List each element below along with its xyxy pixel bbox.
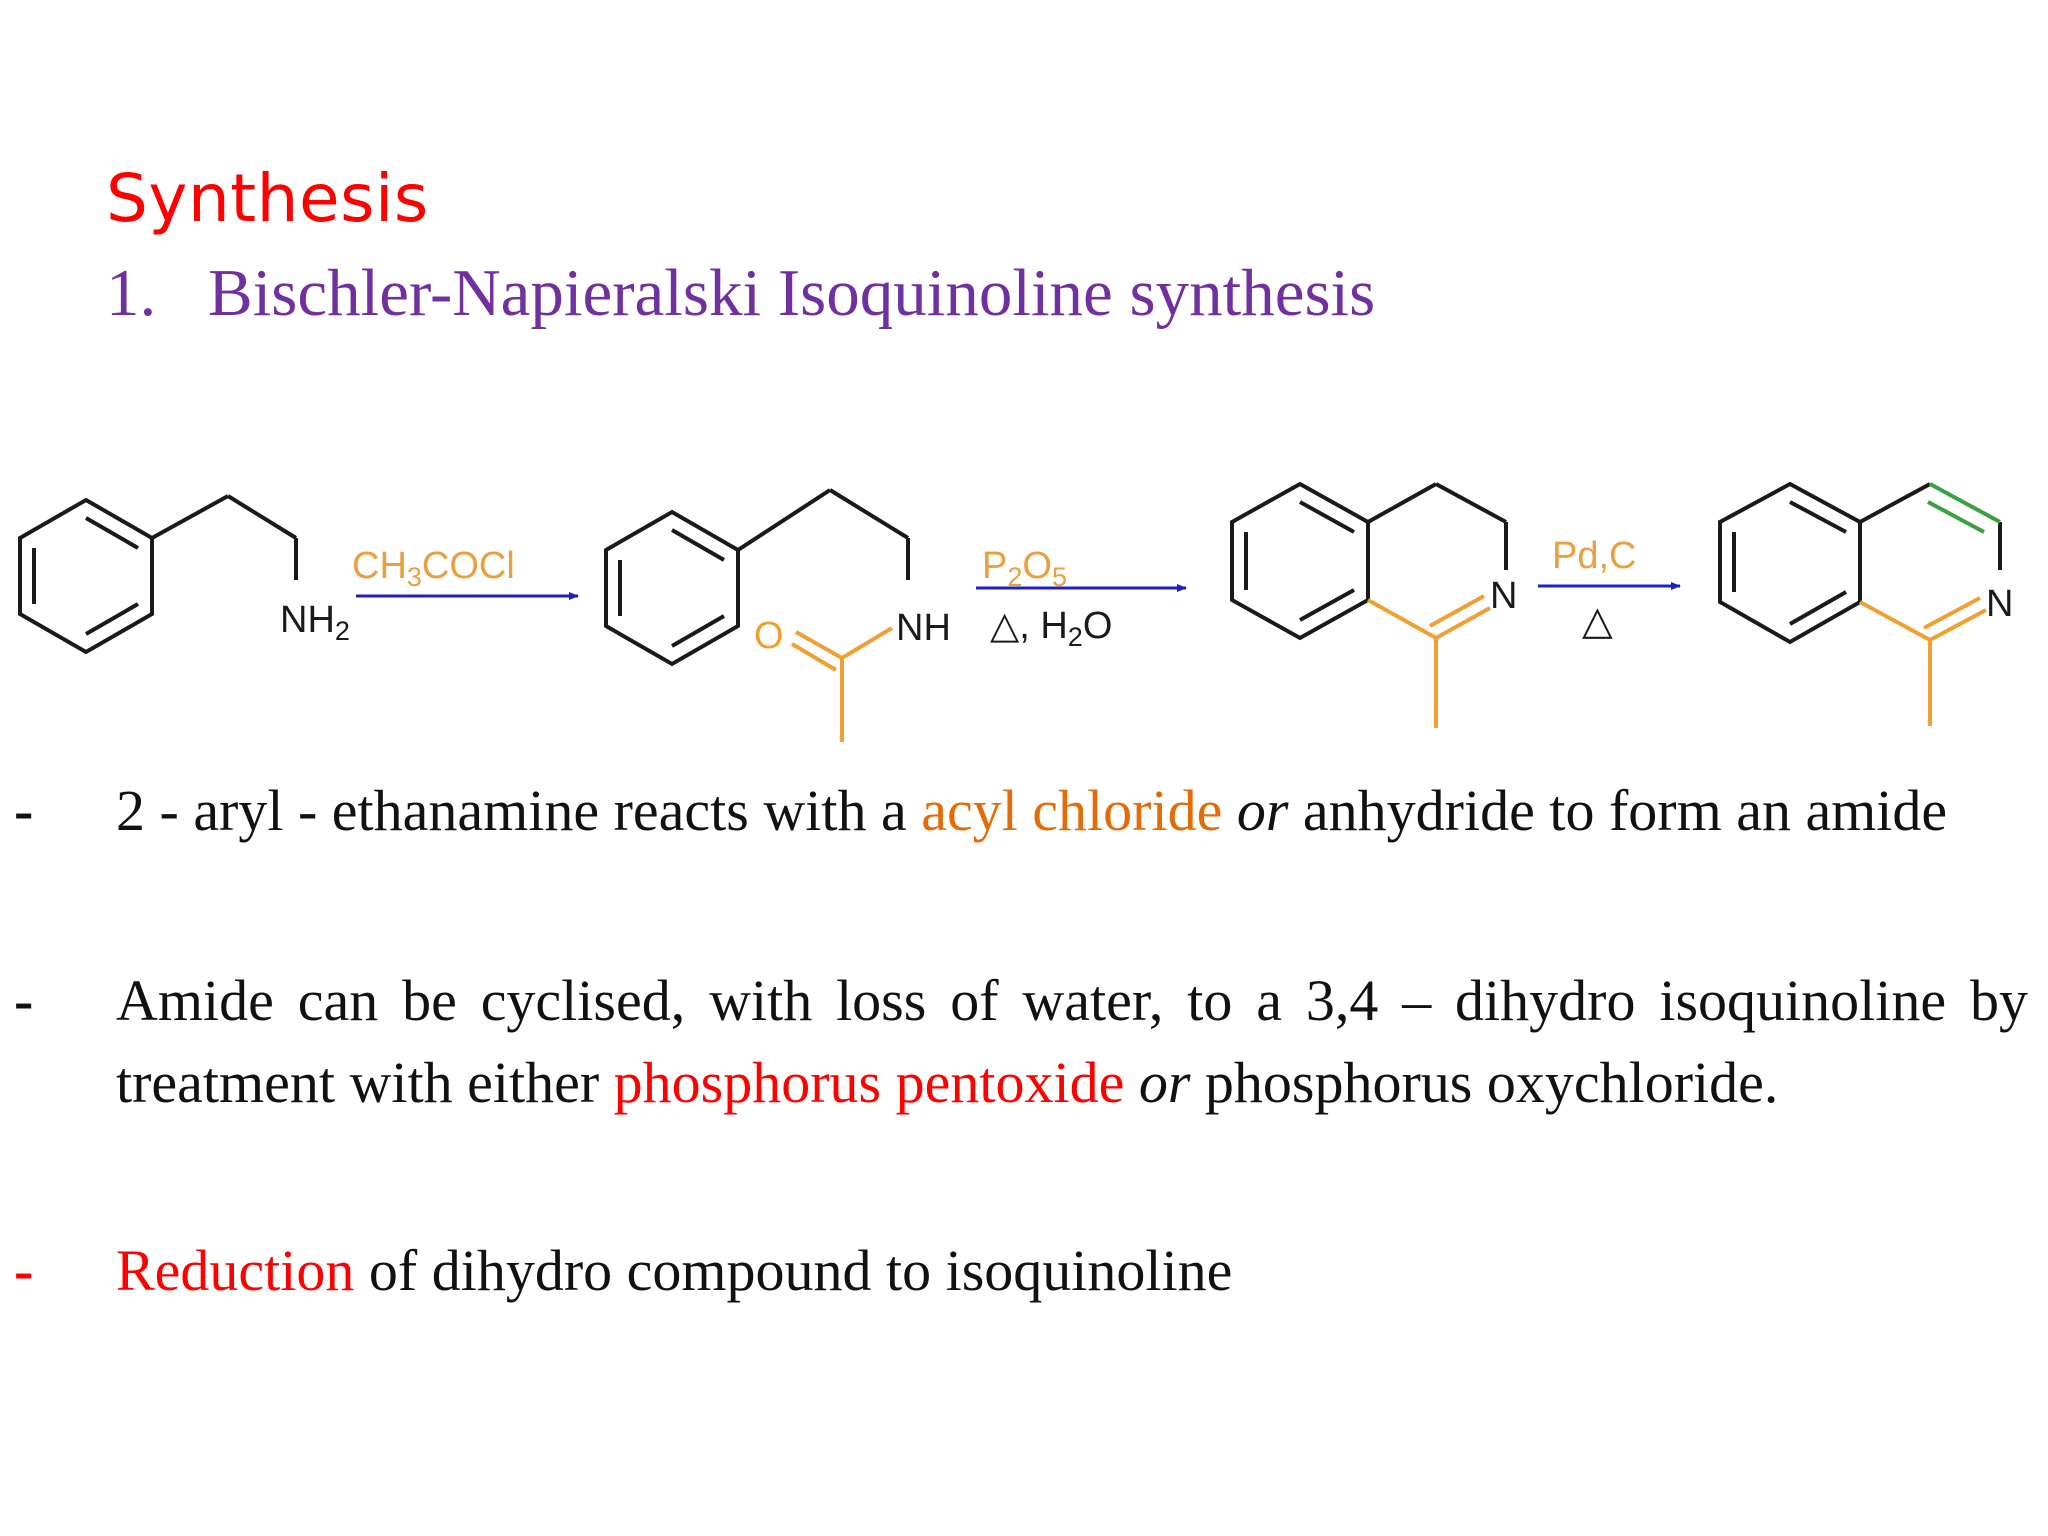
nh-label: NH <box>896 607 951 649</box>
highlight-reduction: Reduction <box>116 1238 355 1303</box>
amide-structure <box>604 488 910 667</box>
reaction-scheme: NH2 CH3COCl O NH P2O5 △, H2O <box>18 481 2013 742</box>
bullet-text-part: anhydride to form an amide <box>1288 778 1948 843</box>
new-double-bond <box>1927 482 2001 534</box>
bullet-text: 2 - aryl - ethanamine reacts with a acyl… <box>116 770 2028 852</box>
subtitle-number: 1. <box>106 256 157 330</box>
reagent-p2o5: P2O5 <box>982 545 1067 592</box>
dihydroisoquinoline-structure <box>1230 481 1508 641</box>
highlight-phosphorus-pentoxide: phosphorus pentoxide <box>613 1050 1125 1115</box>
acetyl-group <box>790 626 894 742</box>
highlight-acyl-chloride: acyl chloride <box>921 778 1223 843</box>
bullet-text-part: 2 - aryl - ethanamine reacts with a <box>116 778 922 843</box>
slide-title: Synthesis <box>106 160 429 237</box>
reagent-pd-c: Pd,C <box>1552 535 1636 577</box>
bullet-text: Reduction of dihydro compound to isoquin… <box>116 1230 2028 1312</box>
bullet-text-or: or <box>1222 778 1289 843</box>
n-label-2: N <box>1986 583 2013 625</box>
bullet-text-part: of dihydro compound to isoquinoline <box>354 1238 1233 1303</box>
reagent-acetyl-chloride: CH3COCl <box>352 545 515 592</box>
isoquinoline-structure <box>1718 481 2002 645</box>
reagent-heat: △ <box>1582 599 1613 643</box>
nh2-label: NH2 <box>280 599 350 646</box>
slide-subtitle: 1. Bischler-Napieralski Isoquinoline synt… <box>106 255 1375 332</box>
bullet-dash: - <box>14 1238 34 1303</box>
phenylethylamine-structure <box>18 494 298 655</box>
n-label-1: N <box>1490 575 1517 617</box>
bullet-text-or: or <box>1124 1050 1191 1115</box>
imine-methyl-group-2 <box>1859 596 1987 726</box>
carbonyl-o-label: O <box>754 615 784 657</box>
bullet-text: Amide can be cyclised, with loss of wate… <box>116 960 2028 1124</box>
subtitle-text: Bischler-Napieralski Isoquinoline synthe… <box>208 256 1376 330</box>
reagent-heat-water: △, H2O <box>990 605 1112 652</box>
bullet-text-part: Amide can be cyclised, with loss of wate… <box>116 968 2028 1115</box>
bullet-dash: - <box>14 778 34 843</box>
bullet-text-part: phosphorus oxychloride. <box>1190 1050 1779 1115</box>
imine-methyl-group-1 <box>1367 594 1491 728</box>
bullet-dash: - <box>14 968 34 1033</box>
